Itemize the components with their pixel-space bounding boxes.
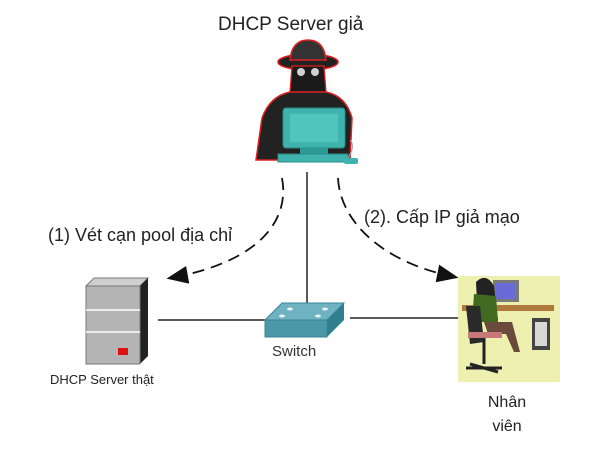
real-server-label: DHCP Server thật [50, 372, 154, 387]
edge-label-exhaust-pool: (1) Vét cạn pool địa chỉ [48, 225, 233, 245]
employee-label-line1: Nhân [487, 394, 527, 411]
arrow-exhaust-pool [166, 177, 285, 284]
employee-label-line2: viên [492, 418, 522, 435]
arrow-fake-ip [337, 177, 459, 283]
fake-server-label: DHCP Server giả [218, 14, 364, 35]
switch-label: Switch [272, 343, 317, 360]
server-tower-icon [84, 277, 150, 365]
hacker-computer-icon [255, 39, 358, 164]
network-switch-icon [263, 302, 346, 338]
employee-desk-icon [458, 276, 560, 382]
edge-label-fake-ip: (2). Cấp IP giả mạo [364, 207, 520, 227]
